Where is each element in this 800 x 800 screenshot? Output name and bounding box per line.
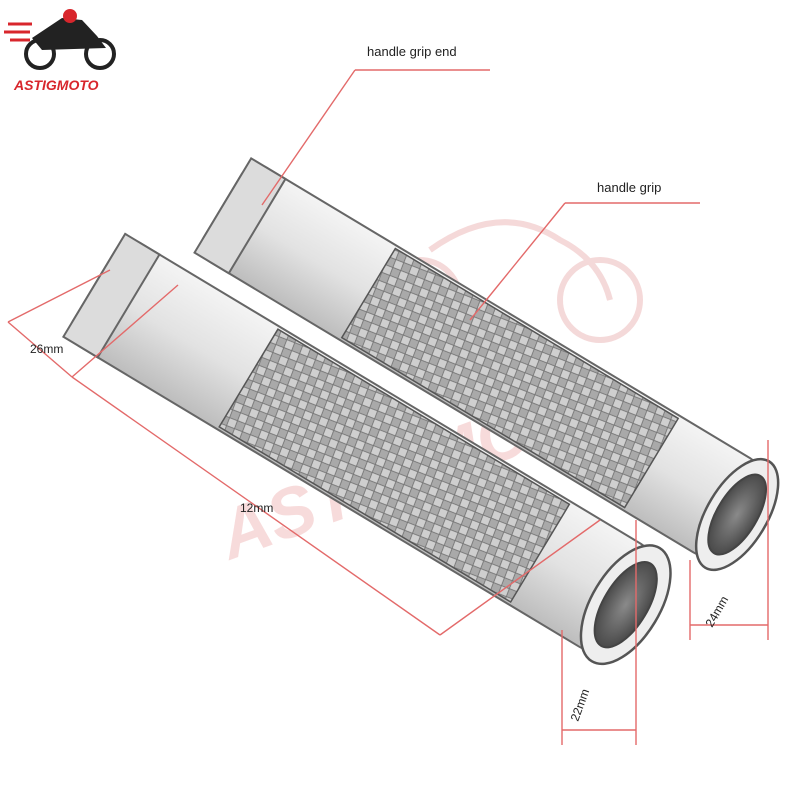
- dim-12mm: 12mm: [240, 501, 273, 515]
- dim-24mm: 24mm: [702, 594, 731, 630]
- callout-lines: [261, 69, 700, 321]
- motorcycle-rider-icon: [4, 9, 116, 70]
- grip-front: [62, 232, 672, 666]
- label-handle-grip: handle grip: [597, 180, 661, 195]
- dim-22mm: 22mm: [568, 687, 593, 723]
- brand-logo: ASTIGMOTO: [4, 9, 116, 93]
- label-handle-grip-end: handle grip end: [367, 44, 457, 59]
- grip-back: [193, 156, 780, 572]
- brand-name: ASTIGMOTO: [13, 77, 99, 93]
- dim-26mm: 26mm: [30, 342, 63, 356]
- dimension-lines: [7, 269, 769, 745]
